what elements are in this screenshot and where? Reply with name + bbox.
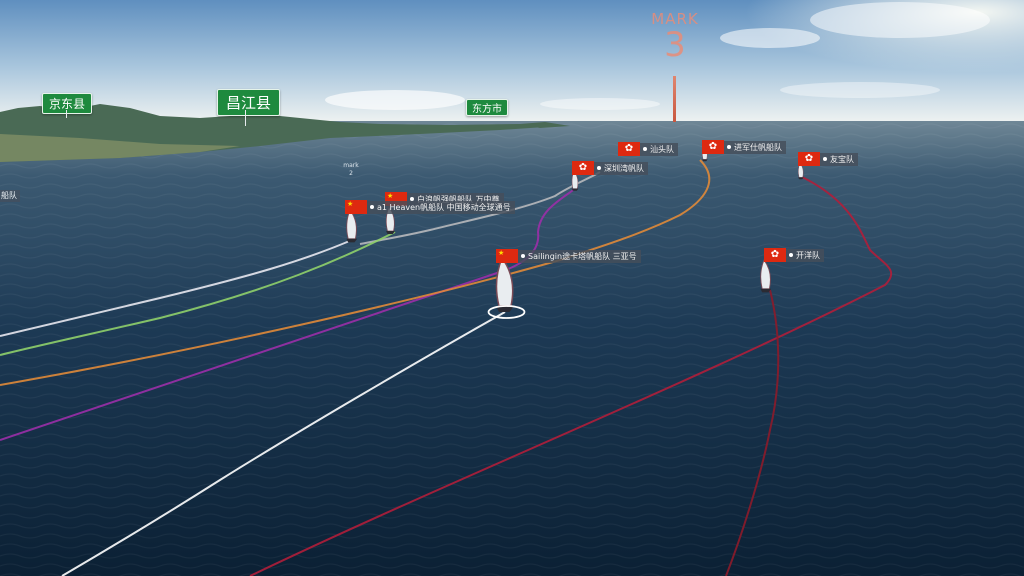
mark-number: 3 bbox=[664, 25, 686, 65]
sail-icon bbox=[760, 259, 771, 290]
hull-icon bbox=[386, 231, 395, 234]
mark-number: 2 bbox=[349, 170, 353, 177]
hull-icon bbox=[496, 306, 514, 312]
boat-sailingin[interactable] bbox=[487, 256, 526, 319]
team-name: 深圳湾帆队 bbox=[594, 161, 648, 175]
team-tag-shenzhen-sea[interactable]: ✿ 进军仕帆船队 bbox=[702, 140, 786, 154]
dot-icon bbox=[823, 157, 827, 161]
boat-youbao[interactable] bbox=[798, 162, 804, 180]
dot-icon bbox=[521, 254, 525, 258]
track-heaven bbox=[0, 239, 353, 337]
dot-icon bbox=[727, 145, 731, 149]
team-tag-shantou[interactable]: ✿ 汕头队 bbox=[618, 142, 678, 156]
track-kaiyang bbox=[725, 289, 780, 576]
track-youbao bbox=[249, 175, 893, 576]
cn-flag-icon bbox=[496, 249, 518, 263]
boat-kaiyang[interactable] bbox=[760, 259, 772, 293]
course-mark-3-pole bbox=[673, 76, 676, 122]
hull-icon bbox=[798, 177, 804, 180]
team-tag-youbao[interactable]: ✿ 友宝队 bbox=[798, 152, 858, 166]
town-sign-qiongzhong: 京东县 bbox=[42, 93, 93, 114]
course-mark-2-label: mark 2 bbox=[338, 162, 364, 178]
town-sign-dongfang: 东方市 bbox=[466, 99, 508, 116]
cn-flag-icon bbox=[345, 200, 367, 214]
dot-icon bbox=[597, 166, 601, 170]
dot-icon bbox=[643, 147, 647, 151]
sea-waves bbox=[0, 121, 1024, 576]
team-name: 开洋队 bbox=[786, 248, 824, 262]
team-name: a1 Heaven帆船队 中国移动全球通号 bbox=[367, 200, 515, 214]
dot-icon bbox=[410, 197, 414, 201]
team-name: Sailingin途卡塔帆船队 三亚号 bbox=[518, 249, 641, 263]
mark-word: mark bbox=[343, 162, 359, 169]
coastline bbox=[0, 104, 570, 162]
team-name: 进军仕帆船队 bbox=[724, 140, 786, 154]
dot-icon bbox=[370, 205, 374, 209]
team-tag-shenzhen-port[interactable]: ✿ 深圳湾帆队 bbox=[572, 161, 648, 175]
hk-flag-icon: ✿ bbox=[618, 142, 640, 156]
hk-flag-icon: ✿ bbox=[764, 248, 786, 262]
sign-post bbox=[245, 110, 246, 126]
dot-icon bbox=[789, 253, 793, 257]
sign-post bbox=[66, 110, 67, 118]
track-shenzhen-port bbox=[0, 187, 577, 441]
team-tag-kaiyang[interactable]: ✿ 开洋队 bbox=[764, 248, 824, 262]
boat-heaven[interactable] bbox=[346, 209, 358, 243]
hk-flag-icon: ✿ bbox=[572, 161, 594, 175]
team-name: 汕头队 bbox=[640, 142, 678, 156]
offscreen-team-label[interactable]: 船队 bbox=[0, 190, 20, 202]
hull-icon bbox=[571, 188, 579, 191]
town-sign-changjiang: 昌江县 bbox=[217, 89, 281, 116]
boat-shenzhen-port[interactable] bbox=[571, 170, 579, 191]
sail-icon bbox=[798, 162, 804, 178]
mark-word: MARK bbox=[651, 10, 699, 28]
hk-flag-icon: ✿ bbox=[798, 152, 820, 166]
team-name: 友宝队 bbox=[820, 152, 858, 166]
hk-flag-icon: ✿ bbox=[702, 140, 724, 154]
hull-icon bbox=[702, 159, 708, 162]
hull-icon bbox=[760, 288, 772, 293]
clouds bbox=[325, 2, 990, 110]
team-tag-sailingin[interactable]: Sailingin途卡塔帆船队 三亚号 bbox=[496, 249, 641, 263]
track-baihui bbox=[0, 231, 396, 356]
track-sailingin bbox=[61, 311, 506, 576]
hull-icon bbox=[346, 238, 358, 243]
course-mark-3-label: MARK 3 bbox=[640, 10, 710, 62]
team-tag-heaven[interactable]: a1 Heaven帆船队 中国移动全球通号 bbox=[345, 200, 515, 214]
selection-ring bbox=[487, 305, 526, 319]
